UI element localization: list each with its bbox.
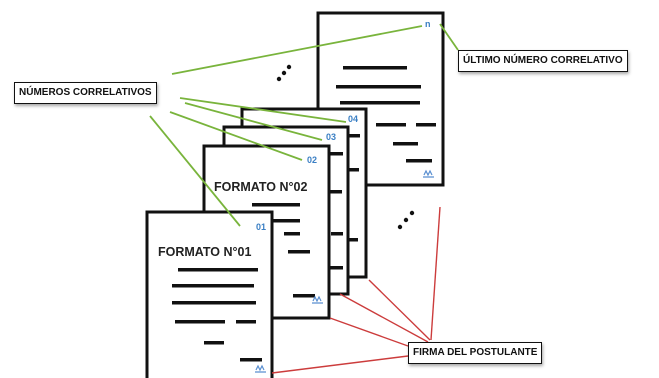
page-01: 01 FORMATO N°01 [145,210,274,378]
signature-icon [312,295,323,304]
page-number-04: 04 [348,114,358,124]
page-title-01: FORMATO N°01 [158,245,251,259]
number-leader-lines [149,23,459,227]
signature-icon [255,364,266,373]
label-firma-del-postulante: FIRMA DEL POSTULANTE [408,342,543,364]
page-number-02: 02 [307,155,317,165]
label-numeros-correlativos: NÚMEROS CORRELATIVOS [14,82,157,104]
page-number-03: 03 [326,132,336,142]
page-number-n: n [425,19,431,29]
signature-leader-lines [271,206,441,374]
label-ultimo-numero-correlativo: ÚLTIMO NÚMERO CORRELATIVO [458,50,628,72]
page-title-02: FORMATO N°02 [214,180,307,194]
page-number-01: 01 [256,222,266,232]
ellipsis-icon [276,64,292,82]
ellipsis-icon [397,210,415,230]
signature-icon [423,169,434,178]
